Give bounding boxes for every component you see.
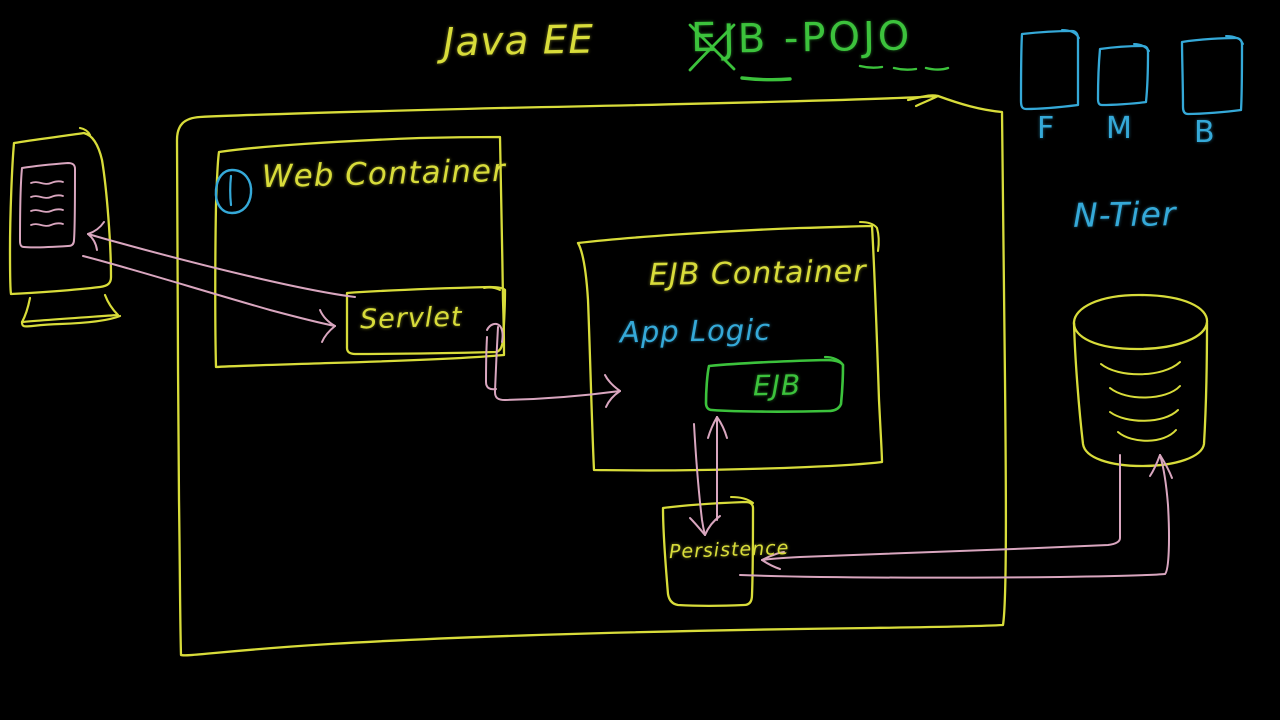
ejb-container-label: EJB Container	[648, 254, 867, 293]
n-tier-caption: N-Tier	[1072, 194, 1177, 235]
web-container-label: Web Container	[261, 152, 507, 196]
tier-box-b-label: B	[1194, 115, 1216, 150]
title-ejb-pojo-rest: JB -POJO	[722, 13, 913, 63]
connector-client-to-servlet[interactable]	[82, 255, 336, 343]
persistence-box-shape[interactable]	[661, 495, 755, 607]
tier-box-m-shape[interactable]	[1096, 43, 1150, 107]
app-logic-label: App Logic	[619, 312, 772, 350]
connector-ejb-to-persistence[interactable]	[689, 423, 721, 536]
connector-persistence-to-database[interactable]	[739, 454, 1173, 579]
servlet-box-shape[interactable]	[345, 285, 507, 356]
persistence-label: Persistence	[668, 536, 790, 564]
connector-database-to-persistence[interactable]	[761, 454, 1122, 570]
tier-box-f-shape[interactable]	[1019, 29, 1080, 111]
ejb-container-shape[interactable]	[576, 220, 884, 472]
connector-servlet-to-ejb-container[interactable]	[485, 322, 621, 408]
ejb-box-shape[interactable]	[704, 355, 845, 413]
connector-servlet-to-client[interactable]	[87, 221, 356, 298]
monitor-document-icon	[19, 162, 76, 249]
title-ejb-pojo-struck-letter: E	[690, 14, 719, 62]
tier-box-b-shape[interactable]	[1180, 35, 1244, 116]
database-cylinder-shape[interactable]	[1072, 293, 1209, 468]
connector-persistence-to-ejb[interactable]	[707, 416, 728, 521]
pojo-underline-dashed	[858, 64, 950, 71]
tier-box-m-label: M	[1106, 111, 1133, 146]
title-java-ee: Java EE	[442, 17, 595, 66]
ejb-label: EJB	[752, 368, 802, 403]
web-container-shape[interactable]	[214, 135, 506, 369]
tier-box-f-label: F	[1037, 111, 1056, 146]
client-monitor-shape[interactable]	[8, 126, 122, 328]
web-container-bullet-icon	[214, 168, 253, 215]
servlet-label: Servlet	[359, 301, 463, 336]
ejb-strikethrough-icon	[688, 23, 736, 72]
outer-container-shape[interactable]	[175, 94, 1008, 657]
jb-underline	[740, 76, 792, 82]
